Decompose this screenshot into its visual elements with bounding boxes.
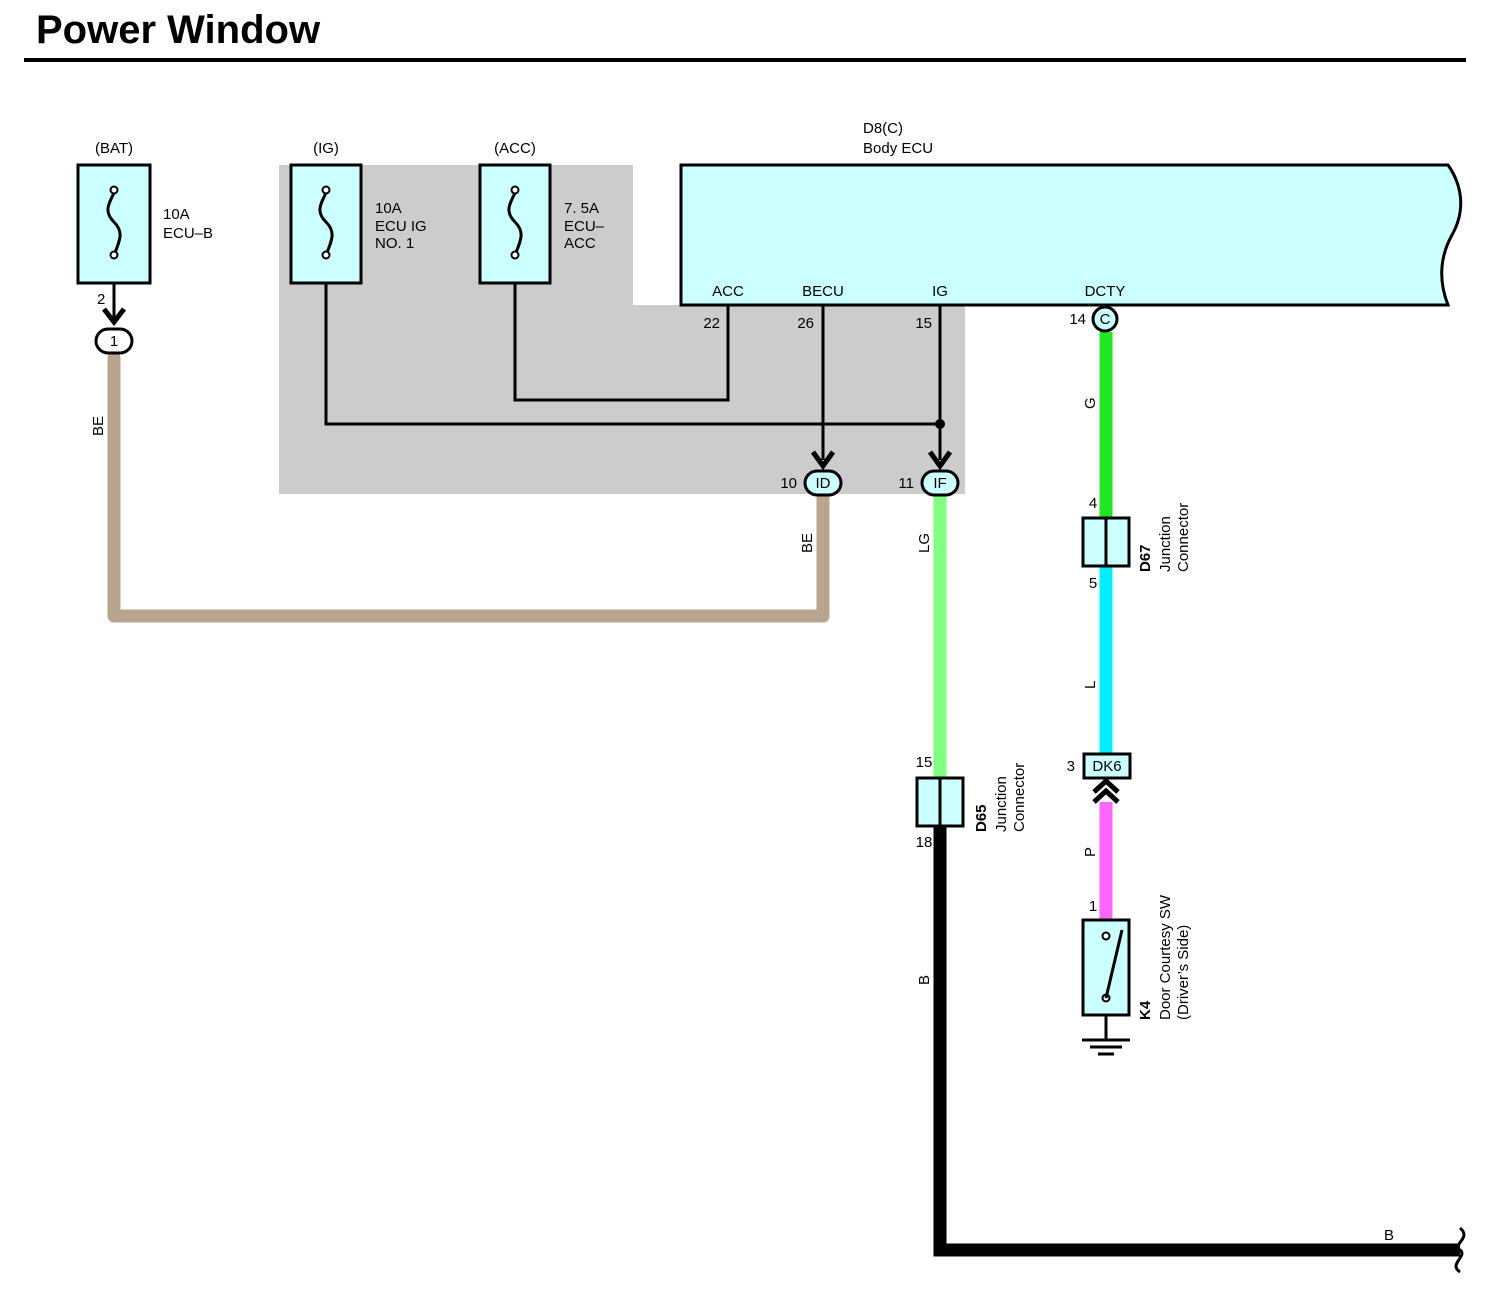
- connector-c-label: C: [1100, 311, 1111, 328]
- switch-k4-line1: Door Courtesy SW: [1157, 894, 1174, 1020]
- fuse-bat-name: ECU–B: [163, 225, 213, 242]
- connector-1: [94, 327, 134, 355]
- wire-label-lg: LG: [916, 533, 933, 553]
- junction-d67-pin-in: 4: [1089, 495, 1097, 512]
- ecu-pin-becu: 26: [797, 315, 814, 332]
- connector-dk6-pin: 3: [1067, 758, 1075, 775]
- junction-d67-code: D67: [1137, 544, 1154, 572]
- switch-k4-code: K4: [1137, 1000, 1154, 1020]
- junction-d65-pin-out: 18: [916, 834, 933, 851]
- switch-k4: [1081, 918, 1131, 1040]
- junction-d67-line2: Connector: [1175, 503, 1192, 572]
- splice-point: [935, 419, 945, 429]
- wire-break-symbol: [1454, 1226, 1466, 1274]
- shaded-area: [279, 165, 965, 494]
- wire-label-b2: B: [1384, 1227, 1394, 1244]
- fuse-bat-rating: 10A: [163, 206, 190, 223]
- wire-label-l: L: [1082, 681, 1099, 689]
- fuse-acc-source: (ACC): [494, 140, 536, 157]
- fuse-ig-source: (IG): [313, 140, 339, 157]
- switch-k4-line2: (Driver’s Side): [1175, 925, 1192, 1020]
- connector-id: [803, 469, 843, 497]
- junction-d65-line2: Connector: [1011, 763, 1028, 832]
- wire-label-g: G: [1082, 397, 1099, 409]
- connector-if-label: IF: [933, 475, 946, 492]
- fuse-acc-name1: ECU–: [564, 218, 605, 235]
- fuse-acc-rating: 7. 5A: [564, 200, 599, 217]
- connector-if: [920, 469, 960, 497]
- double-arrow-dk6: [1092, 777, 1120, 804]
- connector-id-pin: 10: [780, 475, 797, 492]
- ecu-name: Body ECU: [863, 140, 933, 157]
- page-title: Power Window: [36, 8, 321, 52]
- junction-d67-pin-out: 5: [1089, 575, 1097, 592]
- fuse-bat: [76, 163, 152, 285]
- wire-label-p: P: [1082, 847, 1099, 857]
- fuse-bat-pin: 2: [97, 291, 105, 308]
- junction-d65: [915, 776, 965, 828]
- connector-1-label: 1: [110, 333, 118, 350]
- fuse-ig-name1: ECU IG: [375, 218, 427, 235]
- ecu-terminal-dcty: DCTY: [1085, 283, 1126, 300]
- wire-label-be2: BE: [799, 533, 816, 553]
- wire-b: [933, 826, 1460, 1257]
- wire-label-be1: BE: [90, 416, 107, 436]
- arrow-into-connector-id: [810, 450, 836, 471]
- ecu-pin-acc: 22: [703, 315, 720, 332]
- junction-d65-code: D65: [973, 804, 990, 832]
- arrow-into-connector-if: [927, 450, 953, 471]
- fuse-acc: [478, 163, 552, 285]
- ecu-terminal-acc: ACC: [712, 283, 744, 300]
- ground-icon: [1082, 1038, 1130, 1056]
- fuse-ig: [289, 163, 363, 285]
- fuse-bat-source: (BAT): [95, 140, 133, 157]
- fuse-ig-rating: 10A: [375, 200, 402, 217]
- switch-k4-pin: 1: [1089, 898, 1097, 915]
- connector-dk6-label: DK6: [1092, 758, 1121, 775]
- junction-d67-line1: Junction: [1157, 516, 1174, 572]
- connector-id-label: ID: [816, 475, 831, 492]
- title-rule: [24, 58, 1466, 62]
- connector-c: [1091, 305, 1119, 333]
- junction-d67: [1081, 516, 1131, 568]
- fuse-acc-name2: ACC: [564, 235, 596, 252]
- junction-d65-pin-in: 15: [916, 754, 933, 771]
- arrow-into-connector-1: [102, 307, 126, 327]
- body-ecu-box: [679, 163, 1463, 307]
- connector-dk6: [1082, 752, 1132, 780]
- ecu-terminal-ig: IG: [932, 283, 948, 300]
- ecu-terminal-becu: BECU: [802, 283, 844, 300]
- wire-be: [107, 351, 830, 623]
- connector-if-pin: 11: [898, 475, 914, 492]
- ecu-pin-dcty: 14: [1069, 311, 1086, 328]
- ecu-pin-ig: 15: [915, 315, 932, 332]
- fuse-ig-name2: NO. 1: [375, 235, 414, 252]
- wire-label-b1: B: [916, 975, 933, 985]
- ecu-code: D8(C): [863, 120, 903, 137]
- junction-d65-line1: Junction: [993, 776, 1010, 832]
